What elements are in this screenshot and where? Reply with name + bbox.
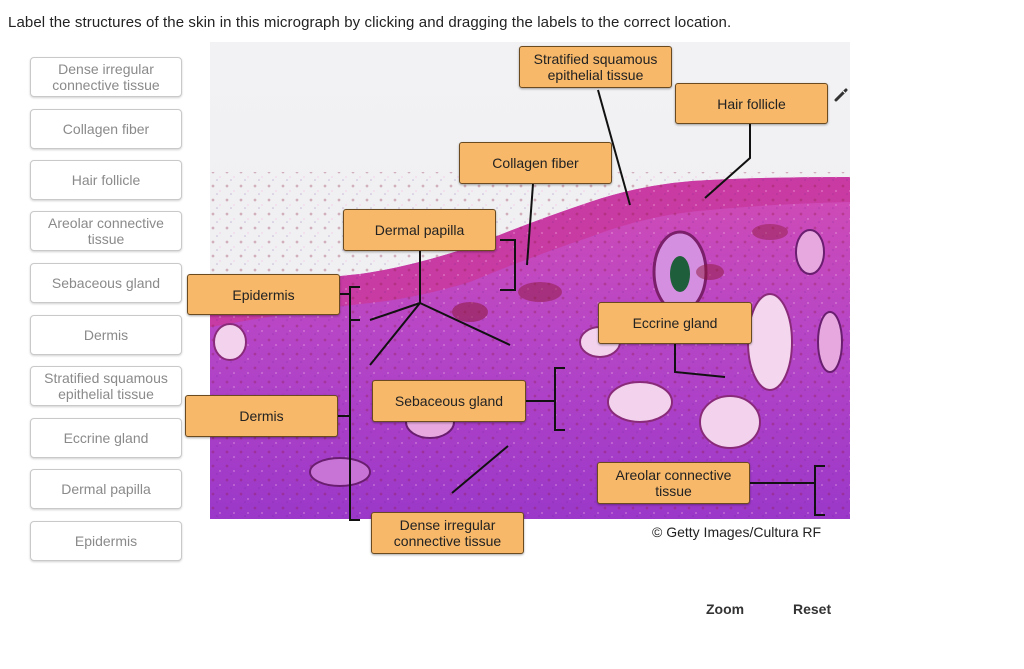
instruction-text: Label the structures of the skin in this… xyxy=(8,14,732,31)
bank-label-dense-irregular[interactable]: Dense irregular connective tissue xyxy=(30,57,182,97)
bank-label-epidermis[interactable]: Epidermis xyxy=(30,521,182,561)
bank-label-stratified[interactable]: Stratified squamous epithelial tissue xyxy=(30,366,182,406)
placed-label-stratified[interactable]: Stratified squamous epithelial tissue xyxy=(519,46,672,88)
bank-label-dermal-papilla[interactable]: Dermal papilla xyxy=(30,469,182,509)
placed-label-dermal-papilla[interactable]: Dermal papilla xyxy=(343,209,496,251)
bank-label-hair-follicle[interactable]: Hair follicle xyxy=(30,160,182,200)
placed-label-dermis[interactable]: Dermis xyxy=(185,395,338,437)
bank-label-areolar[interactable]: Areolar connective tissue xyxy=(30,211,182,251)
placed-label-hair-follicle[interactable]: Hair follicle xyxy=(675,83,828,124)
placed-label-dense-irregular[interactable]: Dense irregular connective tissue xyxy=(371,512,524,554)
placed-label-areolar[interactable]: Areolar connective tissue xyxy=(597,462,750,504)
bank-label-dermis[interactable]: Dermis xyxy=(30,315,182,355)
placed-label-collagen-fiber[interactable]: Collagen fiber xyxy=(459,142,612,184)
placed-label-epidermis[interactable]: Epidermis xyxy=(187,274,340,315)
bank-label-collagen-fiber[interactable]: Collagen fiber xyxy=(30,109,182,149)
reset-button[interactable]: Reset xyxy=(793,601,832,617)
image-credit: © Getty Images/Cultura RF xyxy=(652,524,822,540)
bank-label-eccrine-gland[interactable]: Eccrine gland xyxy=(30,418,182,458)
placed-label-sebaceous-gland[interactable]: Sebaceous gland xyxy=(372,380,526,422)
bank-label-sebaceous-gland[interactable]: Sebaceous gland xyxy=(30,263,182,303)
placed-label-eccrine-gland[interactable]: Eccrine gland xyxy=(598,302,752,344)
zoom-button[interactable]: Zoom xyxy=(706,601,745,617)
pencil-icon xyxy=(834,88,848,102)
